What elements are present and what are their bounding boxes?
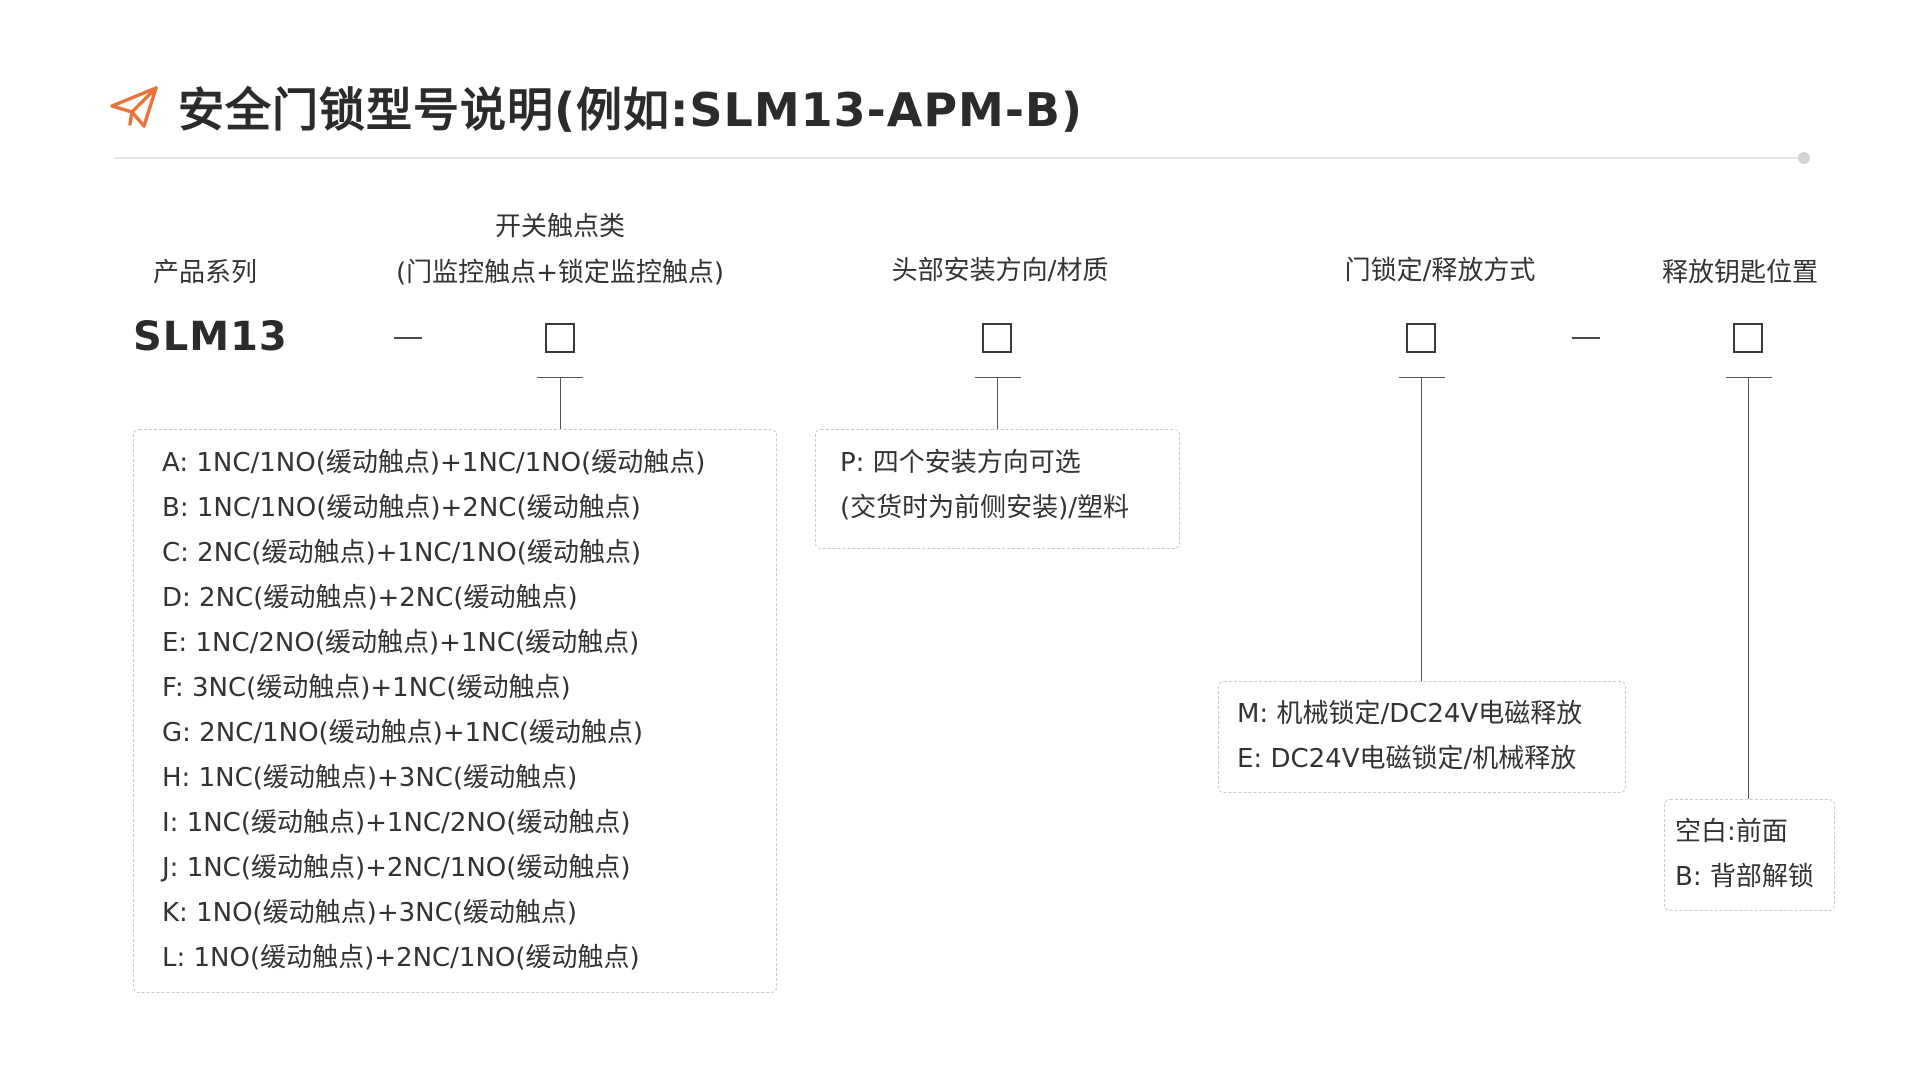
series-code: SLM13: [133, 314, 288, 360]
lock-option: M: 机械锁定/DC24V电磁释放: [1237, 699, 1583, 729]
lock-options-list: M: 机械锁定/DC24V电磁释放 E: DC24V电磁锁定/机械释放: [1237, 692, 1582, 782]
contacts-option: H: 1NC(缓动触点)+3NC(缓动触点): [162, 763, 578, 793]
key-options-list: 空白:前面 B: 背部解锁: [1675, 810, 1814, 900]
lock-slot: [1406, 323, 1436, 353]
key-connector-h: [1726, 377, 1772, 378]
contacts-option: A: 1NC/1NO(缓动触点)+1NC/1NO(缓动触点): [162, 448, 706, 478]
contacts-option: C: 2NC(缓动触点)+1NC/1NO(缓动触点): [162, 538, 642, 568]
lock-option: E: DC24V电磁锁定/机械释放: [1237, 744, 1577, 774]
key-label: 释放钥匙位置: [1661, 258, 1818, 288]
head-connector-h: [975, 377, 1021, 378]
lock-connector-h: [1399, 377, 1445, 378]
head-option: P: 四个安装方向可选: [840, 448, 1081, 478]
contacts-option: F: 3NC(缓动触点)+1NC(缓动触点): [162, 673, 571, 703]
head-connector-v: [997, 377, 998, 429]
prefix-label: 产品系列: [152, 258, 257, 288]
paper-plane-icon: [110, 86, 158, 128]
contacts-option: J: 1NC(缓动触点)+2NC/1NO(缓动触点): [162, 853, 631, 883]
head-slot: [982, 323, 1012, 353]
contacts-options-list: A: 1NC/1NO(缓动触点)+1NC/1NO(缓动触点) B: 1NC/1NO…: [162, 441, 705, 981]
key-connector-v: [1748, 377, 1749, 799]
contacts-option: I: 1NC(缓动触点)+1NC/2NO(缓动触点): [162, 808, 631, 838]
head-options-list: P: 四个安装方向可选 (交货时为前侧安装)/塑料: [840, 441, 1129, 531]
contacts-option: G: 2NC/1NO(缓动触点)+1NC(缓动触点): [162, 718, 644, 748]
contacts-option: L: 1NO(缓动触点)+2NC/1NO(缓动触点): [162, 943, 640, 973]
key-option: 空白:前面: [1675, 817, 1788, 847]
lock-connector-v: [1421, 377, 1422, 681]
title-divider-dot: [1798, 152, 1810, 164]
page-title: 安全门锁型号说明(例如:SLM13-APM-B): [178, 83, 1084, 137]
head-option: (交货时为前侧安装)/塑料: [840, 493, 1130, 523]
key-option: B: 背部解锁: [1675, 862, 1814, 892]
lock-label: 门锁定/释放方式: [1344, 256, 1536, 286]
separator-dash-2: [1572, 337, 1600, 339]
contacts-option: B: 1NC/1NO(缓动触点)+2NC(缓动触点): [162, 493, 641, 523]
contacts-options-box: A: 1NC/1NO(缓动触点)+1NC/1NO(缓动触点) B: 1NC/1NO…: [133, 429, 777, 993]
contacts-option: D: 2NC(缓动触点)+2NC(缓动触点): [162, 583, 578, 613]
head-options-box: P: 四个安装方向可选 (交货时为前侧安装)/塑料: [815, 429, 1180, 549]
contacts-option: K: 1NO(缓动触点)+3NC(缓动触点): [162, 898, 578, 928]
contacts-connector-v: [560, 377, 561, 429]
lock-options-box: M: 机械锁定/DC24V电磁释放 E: DC24V电磁锁定/机械释放: [1218, 681, 1626, 793]
key-options-box: 空白:前面 B: 背部解锁: [1664, 799, 1835, 911]
contacts-slot: [545, 323, 575, 353]
contacts-label-line2: (门监控触点+锁定监控触点): [395, 258, 725, 288]
separator-dash-1: [394, 337, 422, 339]
title-divider: [114, 157, 1804, 159]
contacts-label-line1: 开关触点类: [494, 212, 625, 242]
head-label: 头部安装方向/材质: [891, 256, 1109, 286]
contacts-option: E: 1NC/2NO(缓动触点)+1NC(缓动触点): [162, 628, 640, 658]
key-slot: [1733, 323, 1763, 353]
